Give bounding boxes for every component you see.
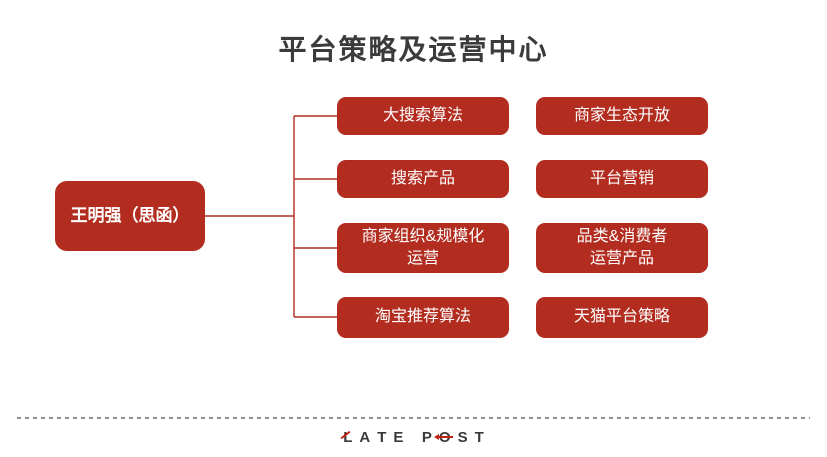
logo-letter: P	[421, 429, 432, 446]
logo-letter: T	[474, 429, 484, 446]
org-box-right-tmall-strategy: 天猫平台策略	[536, 297, 708, 338]
org-box-right-platform-marketing: 平台营销	[536, 160, 708, 198]
org-box-left-merchant-org: 商家组织&规模化 运营	[337, 223, 509, 273]
logo-letter: T	[377, 429, 387, 446]
org-box-right-category-consumer: 品类&消费者 运营产品	[536, 223, 708, 273]
logo-letter: A	[359, 429, 371, 446]
dotted-divider	[17, 417, 810, 419]
logo-letter: S	[457, 429, 468, 446]
org-box-left-search-algo: 大搜索算法	[337, 97, 509, 135]
chart-title: 平台策略及运营中心	[278, 34, 549, 65]
org-box-root: 王明强（思函）	[55, 181, 205, 251]
logo-letter-o-hand-icon: O	[434, 429, 453, 446]
org-box-left-search-product: 搜索产品	[337, 160, 509, 198]
logo-letter: E	[393, 429, 404, 446]
logo-letter-l-slash-icon: L	[343, 429, 353, 446]
org-box-left-taobao-recsys: 淘宝推荐算法	[337, 297, 509, 338]
latepost-logo: L A T E P O S T	[0, 430, 827, 445]
org-box-right-merchant-eco: 商家生态开放	[536, 97, 708, 135]
